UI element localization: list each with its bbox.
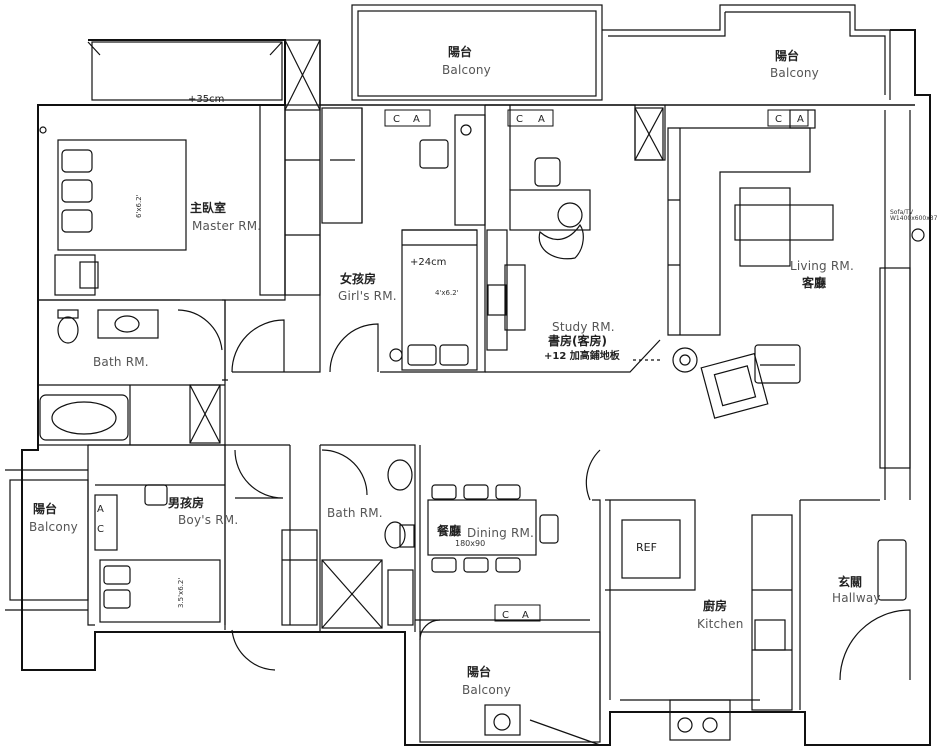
- sink-bath1: [97, 309, 159, 339]
- girl-walls: [232, 105, 486, 373]
- girl-bed-size: 4'x6.2': [435, 289, 459, 297]
- hallway-en: Hallway: [832, 591, 881, 605]
- living-room-zh: 客廳: [802, 276, 827, 290]
- dining-table-size: 180x90: [455, 539, 486, 548]
- master-room-en: Master RM.: [192, 219, 262, 233]
- dining-table: [427, 499, 537, 556]
- living-sofa: [667, 127, 811, 336]
- dining-room-zh: 餐廳: [437, 524, 462, 538]
- closet-tag-c: C: [97, 524, 104, 535]
- closet-tag-a: A: [413, 114, 420, 125]
- kitchen-zh: 廚房: [703, 599, 728, 613]
- closet-tag-c: C: [502, 610, 509, 621]
- balcony-top-left-en: Balcony: [442, 63, 491, 77]
- boy-walls: [87, 444, 291, 626]
- toilet-bath2: [384, 521, 406, 549]
- fridge-label: REF: [636, 541, 657, 554]
- outer-wall: [21, 29, 931, 746]
- balcony-top-right-zh: 陽台: [775, 49, 800, 63]
- kitchen-en: Kitchen: [697, 617, 744, 631]
- hallway-zh: 玄關: [838, 575, 863, 589]
- living-room-en: Living RM.: [790, 259, 854, 273]
- balcony-left-frame: [9, 479, 89, 601]
- bathtub: [39, 394, 129, 441]
- balcony-bottom-zh: 陽台: [467, 665, 492, 679]
- dining-room-en: Dining RM.: [467, 526, 535, 540]
- master-height-note: +35cm: [188, 94, 225, 105]
- closet-tag-c: C: [775, 114, 782, 125]
- closet-tag-a: A: [797, 114, 804, 125]
- closet-tag-c: C: [516, 114, 523, 125]
- master-room-zh: 主臥室: [190, 201, 227, 215]
- girl-room-zh: 女孩房: [340, 272, 377, 286]
- boy-bed: [99, 559, 221, 623]
- coffee-table: [734, 204, 834, 241]
- boy-room-zh: 男孩房: [168, 496, 205, 510]
- armchair: [700, 352, 769, 419]
- study-desk: [509, 189, 591, 231]
- entrance-door: [839, 609, 911, 681]
- study-room-en: Study RM.: [552, 320, 615, 334]
- balcony-left-zh: 陽台: [33, 502, 58, 516]
- bath2-en: Bath RM.: [327, 506, 383, 520]
- fridge: [621, 519, 681, 579]
- boy-bed-size: 3.5'x6.2': [177, 577, 185, 608]
- balcony-top-right-en: Balcony: [770, 66, 819, 80]
- closet-tag-a: A: [538, 114, 545, 125]
- bath2-walls: [319, 444, 416, 632]
- stove: [669, 699, 731, 741]
- girl-height-note: +24cm: [410, 257, 447, 268]
- closet-tag-a: A: [522, 610, 529, 621]
- balcony-top-right-frame: [602, 4, 891, 100]
- balcony-left-en: Balcony: [29, 520, 78, 534]
- balcony-top-left-zh: 陽台: [448, 45, 473, 59]
- girl-room-en: Girl's RM.: [338, 289, 397, 303]
- kitchen-counter: [751, 514, 793, 711]
- balcony-bottom-frame: [419, 631, 601, 743]
- closet-tag-a: A: [97, 504, 104, 515]
- balcony-top-left-frame: [351, 4, 603, 101]
- closet-column: [284, 39, 321, 111]
- study-floor-note: +12 加高鋪地板: [544, 351, 620, 362]
- closet-tag-c: C: [393, 114, 400, 125]
- top-wall: [284, 40, 915, 106]
- boy-room-en: Boy's RM.: [178, 513, 239, 527]
- study-chair: [538, 223, 584, 260]
- master-bed: [57, 139, 187, 251]
- bath1-frame: [37, 299, 226, 446]
- master-bed-size: 6'x6.2': [135, 194, 143, 218]
- planter-balcony: [91, 41, 283, 101]
- bath1-en: Bath RM.: [93, 355, 149, 369]
- study-room-zh: 書房(客房): [548, 334, 607, 348]
- tv-wall-note: Sofa/TV W1400x600x37: [890, 209, 938, 222]
- toilet-bath1: [57, 316, 79, 344]
- balcony-bottom-en: Balcony: [462, 683, 511, 697]
